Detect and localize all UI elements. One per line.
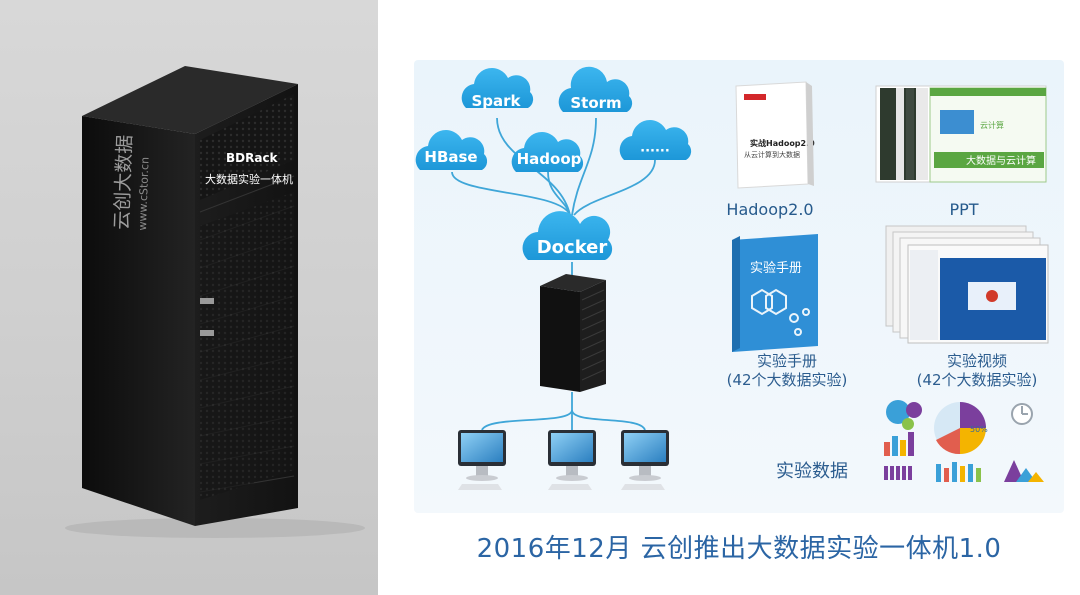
cloud-spark: Spark <box>461 68 534 110</box>
manual-caption-line1: 实验手册 <box>756 352 817 370</box>
rack-product-label: 大数据实验一体机 <box>205 172 293 186</box>
ppt-caption: PPT <box>949 200 979 219</box>
manual-cover-title: 实验手册 <box>750 260 802 276</box>
svg-text:HBase: HBase <box>424 148 477 166</box>
small-rack-icon <box>540 274 606 392</box>
hadoop-book-title: 实战Hadoop2.0 <box>750 138 815 148</box>
product-photo-panel: BDRack 大数据实验一体机 云创大数据 www.cStor.cn <box>0 0 378 595</box>
ppt-slide-title: 大数据与云计算 <box>966 154 1036 167</box>
announcement-caption: 2016年12月 云创推出大数据实验一体机1.0 <box>476 534 1002 564</box>
client-computer-icon <box>458 430 506 490</box>
cloud-docker: Docker <box>522 211 613 260</box>
svg-text:Hadoop: Hadoop <box>517 150 582 168</box>
ppt-slides-icon: 云计算 大数据与云计算 <box>875 85 1047 183</box>
client-computer-icon <box>621 430 669 490</box>
rack-side-url: www.cStor.cn <box>136 157 152 231</box>
manual-caption-line2: (42个大数据实验) <box>726 371 848 389</box>
manual-book-icon: 实验手册 <box>732 234 818 352</box>
svg-text:······: ······ <box>640 144 670 159</box>
video-caption-line1: 实验视频 <box>946 352 1007 370</box>
svg-text:Spark: Spark <box>471 92 521 110</box>
hadoop-book-caption: Hadoop2.0 <box>726 200 814 219</box>
video-caption-line2: (42个大数据实验) <box>916 371 1038 389</box>
data-charts-icon: 50% <box>884 400 1044 482</box>
cloud-hadoop: Hadoop <box>511 132 584 172</box>
rack-brand-label: BDRack <box>226 151 279 165</box>
cloud-hbase: HBase <box>415 130 488 170</box>
rack-side-logo: 云创大数据 <box>111 134 136 230</box>
hadoop-book-subtitle: 从云计算到大数据 <box>744 150 800 159</box>
data-caption: 实验数据 <box>776 461 848 482</box>
video-screens-icon <box>885 225 1049 344</box>
bdrack-server-icon: BDRack 大数据实验一体机 云创大数据 www.cStor.cn <box>65 66 365 538</box>
client-computer-icon <box>548 430 596 490</box>
svg-text:Storm: Storm <box>570 94 621 112</box>
pie-percent-label: 50% <box>970 425 988 434</box>
cloud-more: ······ <box>619 120 692 160</box>
hadoop-book-icon: 实战Hadoop2.0 从云计算到大数据 <box>735 81 815 189</box>
ppt-slide-small: 云计算 <box>980 120 1004 130</box>
cloud-storm: Storm <box>558 66 633 112</box>
svg-text:Docker: Docker <box>537 237 608 258</box>
